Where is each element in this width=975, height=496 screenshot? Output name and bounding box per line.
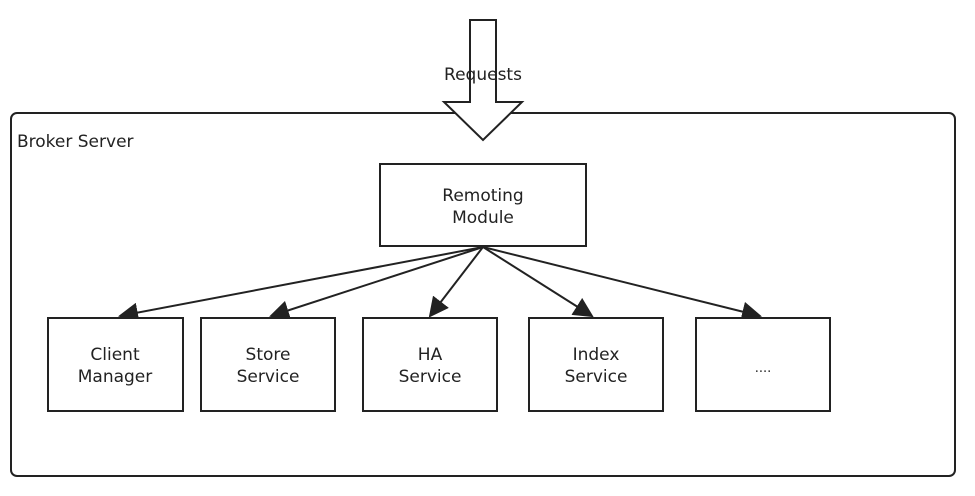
ha-service-label-line1: HA xyxy=(418,345,443,365)
index-service-label-line1: Index xyxy=(573,345,620,365)
index-service-box xyxy=(528,317,664,412)
arrow-to-client-manager xyxy=(118,246,484,323)
arrow-to-more-services xyxy=(482,246,762,322)
index-service-label-line2: Service xyxy=(565,367,628,387)
client-manager-label-line1: Client xyxy=(90,345,140,365)
requests-arrow xyxy=(441,19,525,142)
requests-label: Requests xyxy=(444,65,522,85)
remoting-module-label-line2: Module xyxy=(452,208,514,228)
broker-server-label: Broker Server xyxy=(17,132,134,152)
more-services-label: .... xyxy=(755,361,772,376)
store-service-label-line2: Service xyxy=(237,367,300,387)
arrow-to-ha-service xyxy=(428,246,484,318)
ha-service-label-line2: Service xyxy=(399,367,462,387)
store-service-box xyxy=(200,317,336,412)
arrow-to-store-service xyxy=(269,246,484,320)
more-services-box xyxy=(695,317,831,412)
remoting-module-label-line1: Remoting xyxy=(442,186,523,206)
remoting-module-box xyxy=(379,163,587,247)
store-service-label-line1: Store xyxy=(246,345,291,365)
arrow-to-index-service xyxy=(482,246,594,318)
ha-service-box xyxy=(362,317,498,412)
client-manager-box xyxy=(47,317,184,412)
client-manager-label-line2: Manager xyxy=(78,367,153,387)
